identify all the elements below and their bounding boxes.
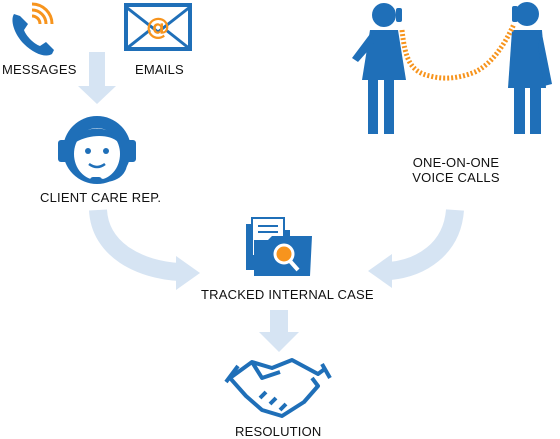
- client-care-label: CLIENT CARE REP.: [40, 190, 162, 205]
- resolution-label: RESOLUTION: [235, 424, 322, 439]
- arrow-to-client-care: [78, 52, 116, 104]
- voice-calls-line1: ONE-ON-ONE: [412, 155, 500, 170]
- emails-label: EMAILS: [135, 62, 184, 77]
- arrow-voice-to-case: [368, 208, 464, 288]
- voice-calls-label: ONE-ON-ONE VOICE CALLS: [408, 155, 504, 185]
- messages-label: MESSAGES: [2, 62, 77, 77]
- arrow-case-to-resolution: [259, 310, 299, 352]
- arrow-client-to-case: [89, 208, 200, 290]
- svg-text:@: @: [146, 13, 170, 41]
- voice-calls-line2: VOICE CALLS: [412, 170, 500, 185]
- tracked-case-label: TRACKED INTERNAL CASE: [201, 287, 374, 302]
